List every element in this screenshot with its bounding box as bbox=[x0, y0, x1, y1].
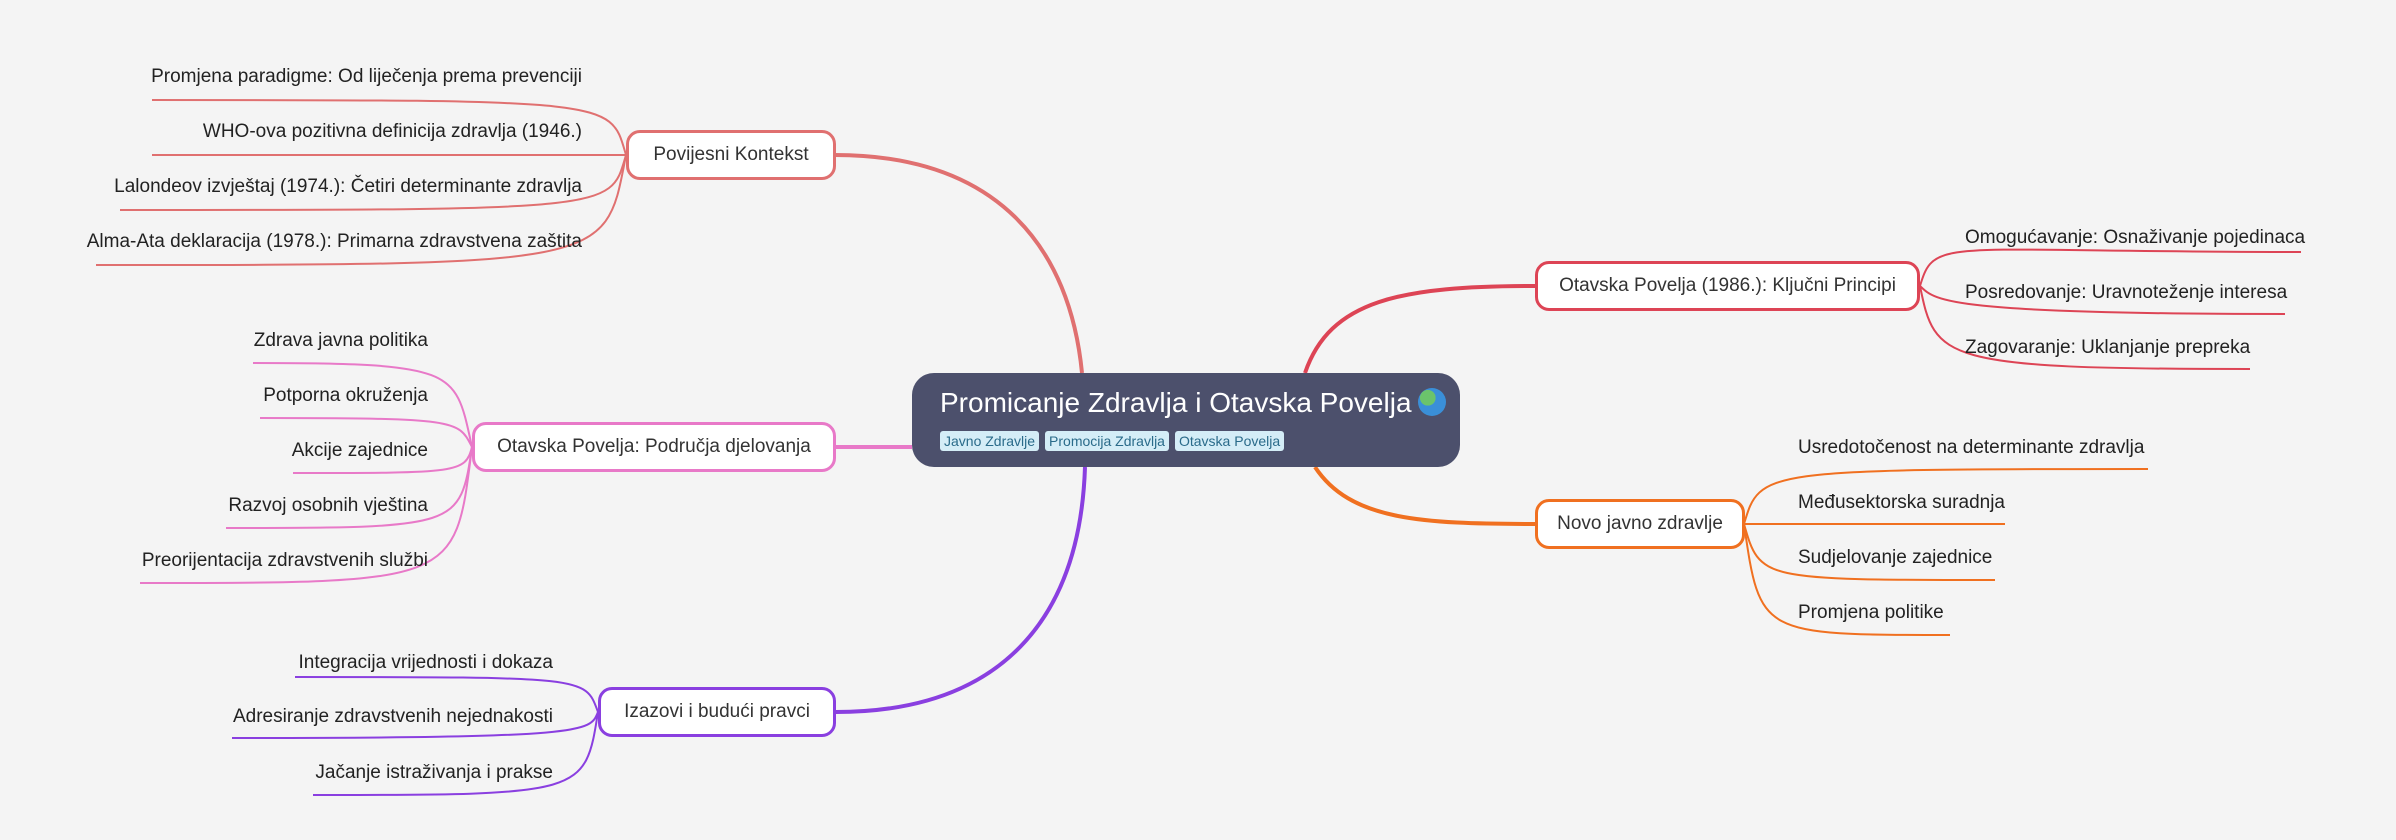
root-title-text: Promicanje Zdravlja i Otavska Povelja bbox=[940, 387, 1412, 418]
branch-novo-javno-zdravlje[interactable]: Novo javno zdravlje bbox=[1535, 499, 1745, 549]
link-root-povijesni bbox=[834, 153, 1084, 374]
branch-label: Otavska Povelja (1986.): Ključni Princip… bbox=[1559, 275, 1896, 296]
branch-podrucja-djelovanja[interactable]: Otavska Povelja: Područja djelovanja bbox=[472, 422, 836, 472]
branch-label: Otavska Povelja: Područja djelovanja bbox=[497, 436, 811, 457]
tag-list: Javno Zdravlje Promocija Zdravlja Otavsk… bbox=[940, 431, 1432, 451]
link-root-principi bbox=[1303, 284, 1536, 374]
leaf-item[interactable]: Alma-Ata deklaracija (1978.): Primarna z… bbox=[86, 231, 582, 252]
leaf-item[interactable]: Integracija vrijednosti i dokaza bbox=[298, 652, 553, 673]
leaf-item[interactable]: WHO-ova pozitivna definicija zdravlja (1… bbox=[202, 121, 582, 142]
branch-povijesni-kontekst[interactable]: Povijesni Kontekst bbox=[626, 130, 836, 180]
branch-kljucni-principi[interactable]: Otavska Povelja (1986.): Ključni Princip… bbox=[1535, 261, 1920, 311]
branch-label: Novo javno zdravlje bbox=[1557, 513, 1723, 534]
leaf-item[interactable]: Omogućavanje: Osnaživanje pojedinaca bbox=[1965, 227, 2306, 248]
leaf-item[interactable]: Promjena paradigme: Od liječenja prema p… bbox=[151, 66, 582, 87]
leaf-item[interactable]: Međusektorska suradnja bbox=[1798, 492, 2005, 513]
leaf-item[interactable]: Adresiranje zdravstvenih nejednakosti bbox=[232, 706, 553, 727]
branch-label: Povijesni Kontekst bbox=[653, 144, 809, 165]
branch-label: Izazovi i budući pravci bbox=[624, 701, 810, 722]
leaf-item[interactable]: Sudjelovanje zajednice bbox=[1798, 547, 1993, 568]
leaf-item[interactable]: Promjena politike bbox=[1798, 602, 1944, 623]
root-topic[interactable]: Promicanje Zdravlja i Otavska Povelja Ja… bbox=[912, 373, 1460, 467]
leaf-item[interactable]: Posredovanje: Uravnoteženje interesa bbox=[1965, 282, 2288, 303]
leaf-item[interactable]: Zagovaranje: Uklanjanje prepreka bbox=[1965, 337, 2251, 358]
tag: Otavska Povelja bbox=[1174, 431, 1285, 451]
tag: Javno Zdravlje bbox=[940, 431, 1040, 451]
root-title: Promicanje Zdravlja i Otavska Povelja bbox=[940, 387, 1446, 419]
globe-icon bbox=[1417, 388, 1446, 416]
leaf-item[interactable]: Potporna okruženja bbox=[263, 385, 428, 406]
leaf-item[interactable]: Razvoj osobnih vještina bbox=[228, 495, 428, 516]
leaf-item[interactable]: Akcije zajednice bbox=[291, 440, 428, 461]
tag: Promocija Zdravlja bbox=[1045, 431, 1169, 451]
link-root-izazovi bbox=[835, 466, 1087, 714]
leaf-item[interactable]: Preorijentacija zdravstvenih službi bbox=[141, 550, 428, 571]
branch-izazovi[interactable]: Izazovi i budući pravci bbox=[598, 687, 836, 737]
leaf-item[interactable]: Lalondeov izvještaj (1974.): Četiri dete… bbox=[114, 176, 582, 197]
leaf-item[interactable]: Jačanje istraživanja i prakse bbox=[315, 762, 553, 783]
leaf-item[interactable]: Zdrava javna politika bbox=[253, 330, 428, 351]
link-root-novo bbox=[1313, 465, 1536, 526]
leaf-item[interactable]: Usredotočenost na determinante zdravlja bbox=[1798, 437, 2145, 458]
